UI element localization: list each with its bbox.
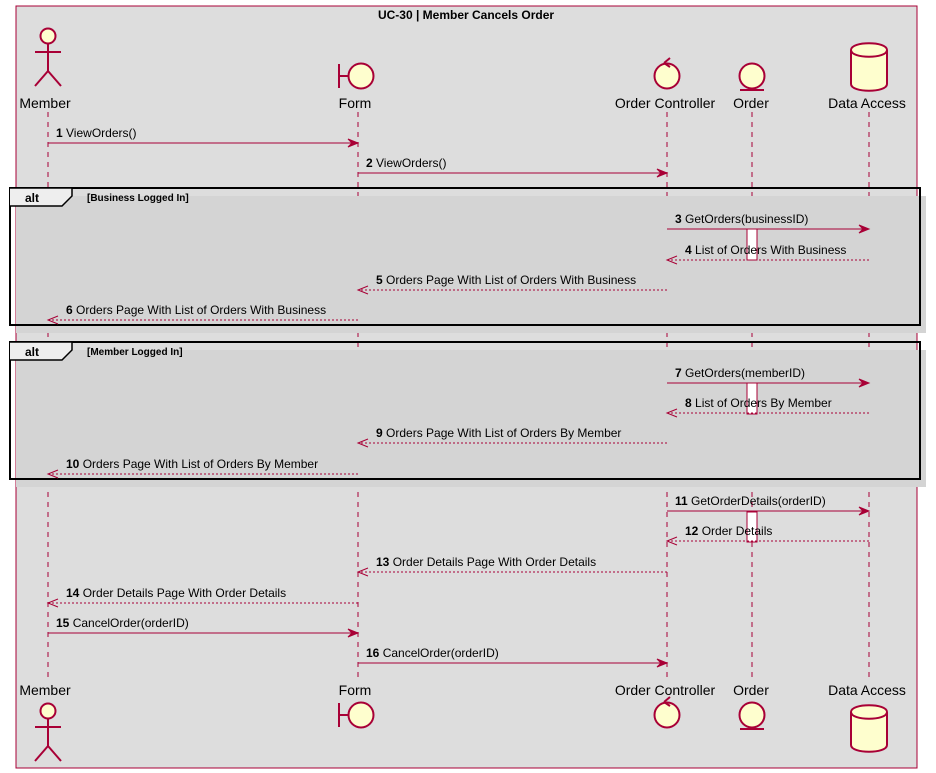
message-label: 2 ViewOrders() (366, 156, 446, 170)
database-icon (850, 704, 888, 753)
alt-guard-label: [Business Logged In] (87, 193, 189, 204)
arrowhead (665, 536, 678, 546)
arrowhead (356, 285, 369, 295)
alt-operator-tab (10, 341, 73, 361)
diagram-title: UC-30 | Member Cancels Order (378, 8, 554, 22)
alt-operator-label: alt (25, 191, 39, 205)
message-label: 15 CancelOrder(orderID) (56, 616, 189, 630)
arrowhead (46, 469, 59, 479)
alt-operator-label: alt (25, 345, 39, 359)
arrowhead (858, 378, 871, 388)
message-5: 5 Orders Page With List of Orders With B… (356, 273, 667, 295)
message-10: 10 Orders Page With List of Orders By Me… (46, 457, 358, 479)
message-label: 5 Orders Page With List of Orders With B… (376, 273, 636, 287)
arrowhead (356, 567, 369, 577)
arrowhead (46, 315, 59, 325)
participant-icons-bottom (34, 696, 888, 762)
alt-operator-tab (10, 187, 73, 207)
alt-fragment-member: alt [Member Logged In] (9, 341, 926, 487)
arrowhead (656, 658, 669, 668)
arrowhead (858, 224, 871, 234)
message-label: 11 GetOrderDetails(orderID) (675, 494, 826, 508)
participant-label-order-controller: Order Controller (615, 682, 716, 698)
arrowhead (347, 138, 360, 148)
messages: 1 ViewOrders() 2 ViewOrders() 3 GetOrders(… (46, 126, 871, 668)
message-label: 3 GetOrders(businessID) (675, 212, 808, 226)
message-7: 7 GetOrders(memberID) (667, 366, 871, 388)
message-label: 14 Order Details Page With Order Details (66, 586, 286, 600)
message-11: 11 GetOrderDetails(orderID) (667, 494, 871, 516)
arrowhead (356, 438, 369, 448)
message-16: 16 CancelOrder(orderID) (358, 646, 669, 668)
arrowhead (46, 598, 59, 608)
entity-icon (738, 701, 766, 730)
message-8: 8 List of Orders By Member (665, 396, 869, 418)
message-4: 4 List of Orders With Business (665, 243, 869, 265)
activation-bar (746, 511, 758, 543)
message-label: 10 Orders Page With List of Orders By Me… (66, 457, 318, 471)
message-13: 13 Order Details Page With Order Details (356, 555, 667, 577)
message-12: 12 Order Details (665, 524, 869, 546)
message-14: 14 Order Details Page With Order Details (46, 586, 358, 608)
arrowhead (858, 506, 871, 516)
participant-label-data-access: Data Access (828, 95, 906, 111)
participant-label-data-access: Data Access (828, 682, 906, 698)
alt-fragment-frame (9, 187, 921, 326)
message-label: 1 ViewOrders() (56, 126, 136, 140)
message-label: 7 GetOrders(memberID) (675, 366, 805, 380)
arrowhead (665, 408, 678, 418)
entity-icon (738, 62, 766, 91)
message-label: 6 Orders Page With List of Orders With B… (66, 303, 326, 317)
message-label: 8 List of Orders By Member (685, 396, 832, 410)
participant-labels-top: Member Form Order Controller Order Data … (19, 95, 906, 111)
control-icon (653, 696, 681, 729)
message-label: 13 Order Details Page With Order Details (376, 555, 596, 569)
actor-icon (34, 27, 62, 87)
message-2: 2 ViewOrders() (358, 156, 669, 178)
participant-label-form: Form (339, 682, 372, 698)
message-3: 3 GetOrders(businessID) (667, 212, 871, 234)
alt-fragment-business: alt [Business Logged In] (9, 187, 926, 333)
participant-label-form: Form (339, 95, 372, 111)
participant-label-order: Order (733, 95, 769, 111)
boundary-icon (338, 62, 375, 90)
alt-guard-label: [Member Logged In] (87, 347, 183, 358)
arrowhead (347, 628, 360, 638)
message-15: 15 CancelOrder(orderID) (48, 616, 360, 638)
message-label: 4 List of Orders With Business (685, 243, 846, 257)
arrowhead (656, 168, 669, 178)
message-6: 6 Orders Page With List of Orders With B… (46, 303, 358, 325)
participant-labels-bottom: Member Form Order Controller Order Data … (19, 682, 906, 698)
message-1: 1 ViewOrders() (48, 126, 360, 148)
message-label: 16 CancelOrder(orderID) (366, 646, 499, 660)
boundary-icon (338, 701, 375, 729)
arrowhead (665, 255, 678, 265)
actor-icon (34, 702, 62, 762)
alt-fragment-frame (9, 341, 921, 480)
participant-icons-top (34, 27, 888, 92)
control-icon (653, 57, 681, 90)
message-9: 9 Orders Page With List of Orders By Mem… (356, 426, 667, 448)
message-label: 12 Order Details (685, 524, 772, 538)
participant-label-order-controller: Order Controller (615, 95, 716, 111)
message-label: 9 Orders Page With List of Orders By Mem… (376, 426, 621, 440)
participant-label-member: Member (19, 95, 71, 111)
database-icon (850, 42, 888, 92)
participant-label-order: Order (733, 682, 769, 698)
participant-label-member: Member (19, 682, 71, 698)
